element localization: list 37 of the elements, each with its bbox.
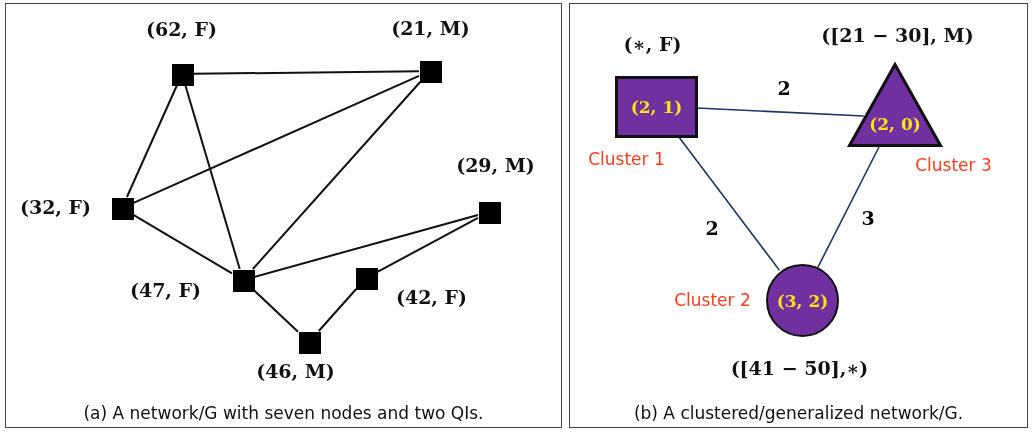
attribute-label: (47, F): [129, 278, 202, 301]
cluster-square: [615, 76, 698, 138]
network-node-square: [172, 64, 194, 86]
edge-line: [317, 288, 358, 332]
network-node-square: [233, 270, 255, 292]
attribute-label: (62, F): [145, 17, 218, 40]
network-node-square: [112, 198, 134, 220]
attribute-label: (42, F): [395, 285, 468, 308]
node-label: (2, 0): [869, 114, 921, 135]
attribute-label: (46, M): [256, 359, 335, 382]
network-node-square: [356, 268, 378, 290]
node-label: (3, 2): [776, 290, 829, 311]
edge-line: [696, 107, 865, 117]
network-node-square: [420, 61, 442, 83]
node-label: (2, 1): [630, 97, 683, 117]
attribute-label: (32, F): [19, 195, 92, 218]
network-node-square: [299, 332, 321, 354]
edge-line: [251, 81, 422, 270]
panel-title: (a) A network/G with seven nodes and two QIs.: [82, 403, 485, 423]
attribute-label: (∗, F): [623, 32, 682, 55]
edge-line: [184, 84, 241, 270]
cluster-name: Cluster 3: [915, 154, 992, 175]
attribute-label: (21, M): [391, 16, 470, 39]
cluster-name: Cluster 1: [588, 148, 665, 169]
network-node-square: [479, 202, 501, 224]
edge-line: [253, 289, 299, 333]
cluster-name: Cluster 2: [674, 289, 751, 310]
cluster-triangle: [848, 63, 942, 147]
attribute-label: ([41 − 50],∗): [730, 356, 869, 379]
edge-line: [125, 84, 179, 198]
panel-title: (b) A clustered/generalized network/G.: [632, 403, 965, 423]
attribute-label: (29, M): [456, 153, 535, 176]
panel-frame: [569, 3, 1028, 428]
edge-line: [678, 136, 781, 272]
attribute-label: ([21 − 30], M): [821, 23, 974, 46]
edge-line: [817, 145, 881, 268]
panel-frame: [5, 3, 562, 428]
